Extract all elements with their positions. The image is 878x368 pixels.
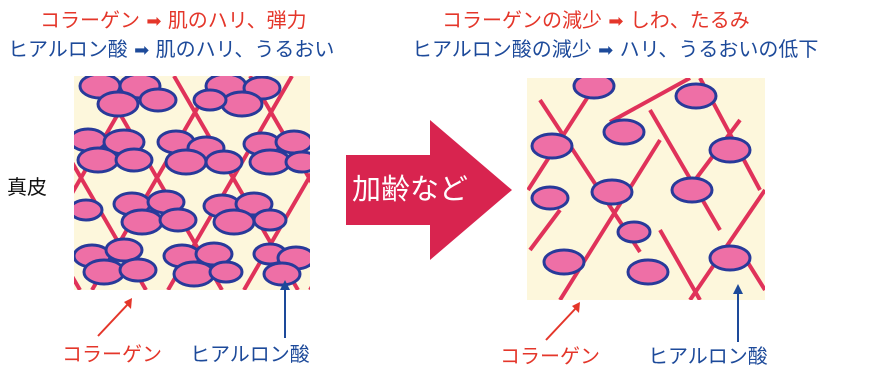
label-hyaluronic-before: ヒアルロン酸	[190, 342, 310, 366]
before-line-1: コラーゲン ➡ 肌のハリ、弾力	[40, 8, 307, 34]
aged-dermis-panel	[527, 78, 765, 300]
after-line-2-effect: ハリ、うるおいの低下	[619, 37, 819, 61]
right-arrow-icon: ➡	[598, 40, 614, 61]
before-line-2: ヒアルロン酸 ➡ 肌のハリ、うるおい	[8, 37, 334, 63]
right-arrow-icon: ➡	[608, 11, 624, 32]
collagen-pointer-right	[545, 302, 580, 341]
before-line-1-effect: 肌のハリ、弾力	[167, 8, 307, 32]
transition-label: 加齢など	[352, 172, 469, 206]
after-line-1-subject: コラーゲンの減少	[442, 8, 602, 32]
right-arrow-icon: ➡	[134, 40, 150, 61]
hyaluronic-clusters-dense	[74, 76, 310, 288]
hyaluronic-cells-sparse	[530, 78, 752, 286]
right-arrow-icon: ➡	[146, 11, 162, 32]
transition-arrow-shape	[346, 120, 512, 260]
after-line-2-subject: ヒアルロン酸の減少	[412, 37, 592, 61]
after-line-1-effect: しわ、たるみ	[629, 8, 750, 32]
hyaluronic-pointer-right	[733, 284, 743, 342]
label-collagen-before: コラーゲン	[62, 342, 162, 366]
young-dermis-panel	[74, 76, 310, 290]
label-collagen-after: コラーゲン	[500, 344, 600, 368]
hyaluronic-pointer-left	[280, 280, 290, 338]
after-line-1: コラーゲンの減少 ➡ しわ、たるみ	[442, 8, 750, 34]
dermis-label: 真皮	[7, 175, 47, 199]
before-line-1-subject: コラーゲン	[40, 8, 140, 32]
before-line-2-subject: ヒアルロン酸	[8, 37, 128, 61]
before-line-2-effect: 肌のハリ、うるおい	[155, 37, 335, 61]
collagen-pointer-left	[97, 298, 132, 337]
label-hyaluronic-after: ヒアルロン酸	[648, 344, 768, 368]
after-line-2: ヒアルロン酸の減少 ➡ ハリ、うるおいの低下	[412, 37, 818, 63]
